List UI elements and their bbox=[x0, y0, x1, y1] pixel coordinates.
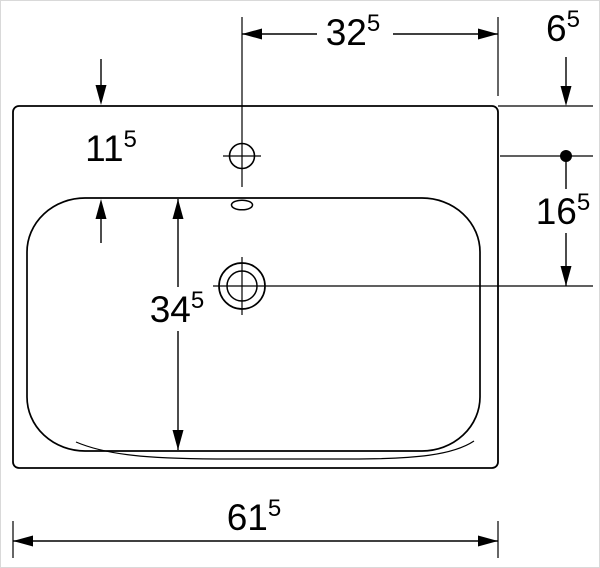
label-bg bbox=[317, 9, 393, 53]
arrowhead-down-icon bbox=[560, 266, 572, 286]
dim-label-tap-to-drain: 165 bbox=[536, 189, 591, 232]
arrowhead-down-icon bbox=[95, 85, 107, 105]
dim-label-overall-width: 615 bbox=[227, 495, 282, 538]
dim-label-top-edge-to-basin: 115 bbox=[85, 126, 137, 169]
dim-label-top-edge-to-tap: 65 bbox=[546, 6, 580, 49]
overflow-slot bbox=[230, 199, 254, 211]
arrowhead-right-icon bbox=[478, 28, 498, 40]
arrowhead-left-icon bbox=[242, 28, 262, 40]
arrowhead-right-icon bbox=[478, 535, 498, 547]
dim-label-basin-depth: 345 bbox=[150, 287, 205, 330]
arrowhead-down-icon bbox=[560, 86, 572, 106]
arrowhead-left-icon bbox=[13, 535, 33, 547]
arrowhead-down-icon bbox=[172, 430, 184, 450]
arrowhead-up-icon bbox=[95, 199, 107, 219]
basin-bottom-contour bbox=[75, 440, 475, 460]
basin-inner-edge bbox=[26, 197, 481, 452]
label-bg bbox=[535, 189, 595, 233]
label-bg bbox=[144, 287, 212, 331]
dim-label-tap-to-right-edge: 325 bbox=[326, 10, 381, 53]
arrowhead-up-icon bbox=[172, 199, 184, 219]
